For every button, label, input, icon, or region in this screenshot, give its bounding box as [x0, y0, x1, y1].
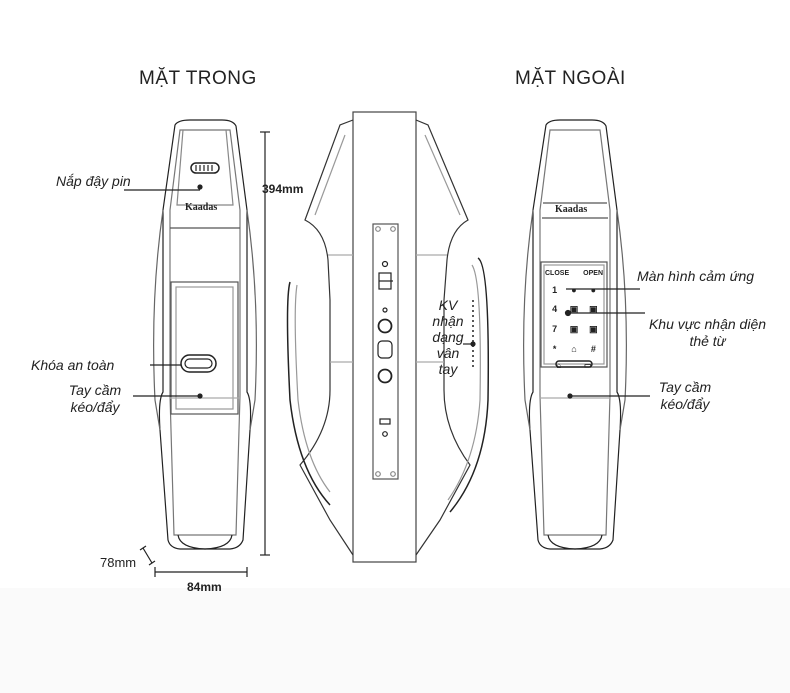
brand-logo-outside: Kaadas — [555, 204, 588, 215]
key-hash[interactable]: # — [590, 344, 596, 354]
label-card-area-line1: Khu vực nhận diện — [648, 316, 767, 332]
bell-icon[interactable]: ⌂ — [556, 361, 562, 370]
key-9[interactable]: ▣ — [589, 324, 598, 334]
label-fingerprint-area: KV nhận dạng vân tay — [428, 297, 468, 377]
fingerprint-line-1: KV — [438, 297, 458, 313]
key-6[interactable]: ▣ — [589, 304, 598, 314]
fingerprint-line-3: dạng — [432, 329, 464, 345]
key-7[interactable]: 7 — [552, 324, 558, 334]
fingerprint-line-5: tay — [438, 361, 458, 377]
label-card-area: Khu vực nhận diện thẻ từ — [635, 316, 780, 350]
label-safety-lock: Khóa an toàn — [31, 357, 115, 373]
key-5[interactable]: ▣ — [569, 304, 579, 314]
label-card-area-line2: thẻ từ — [689, 333, 726, 349]
title-inside: MẶT TRONG — [139, 68, 257, 89]
label-battery-cover: Nắp đậy pin — [56, 173, 131, 189]
label-touchscreen: Màn hình cảm ứng — [637, 268, 755, 284]
bottom-band — [0, 588, 790, 693]
side-lock-body — [286, 111, 490, 563]
label-handle-inside-line2: kéo/đẩy — [70, 399, 120, 415]
inside-lock-body — [153, 119, 257, 550]
key-4[interactable]: 4 — [552, 304, 558, 314]
brand-logo-inside: Kaadas — [185, 202, 218, 213]
label-handle-outside: Tay cầm kéo/đẩy — [645, 379, 725, 413]
key-2[interactable]: ● — [571, 285, 577, 295]
fingerprint-line-4: vân — [436, 345, 460, 361]
outside-lock-body — [523, 119, 627, 550]
dimension-width: 84mm — [187, 580, 222, 594]
key-star[interactable]: * — [552, 344, 557, 354]
fingerprint-line-2: nhận — [432, 313, 464, 329]
label-handle-outside-line1: Tay cầm — [658, 379, 712, 395]
key-3[interactable]: ● — [590, 285, 597, 295]
key-0[interactable]: ⌂ — [571, 344, 577, 354]
label-handle-inside: Tay cầm kéo/đẩy — [55, 382, 135, 416]
keypad: CLOSE OPEN 1 ● ● 4 ▣ ▣ 7 ▣ ▣ * ⌂ # ⌂ ▭ — [545, 270, 603, 370]
enter-icon[interactable]: ▭ — [584, 361, 592, 370]
label-handle-outside-line2: kéo/đẩy — [660, 396, 710, 412]
dimension-depth: 78mm — [100, 555, 137, 570]
keypad-close: CLOSE — [545, 270, 570, 277]
key-8[interactable]: ▣ — [569, 324, 579, 334]
keypad-open: OPEN — [583, 270, 603, 277]
key-1[interactable]: 1 — [552, 285, 558, 295]
dimension-height: 394mm — [262, 182, 304, 196]
label-handle-inside-line1: Tay cầm — [68, 382, 122, 398]
title-outside: MẶT NGOÀI — [515, 68, 626, 89]
